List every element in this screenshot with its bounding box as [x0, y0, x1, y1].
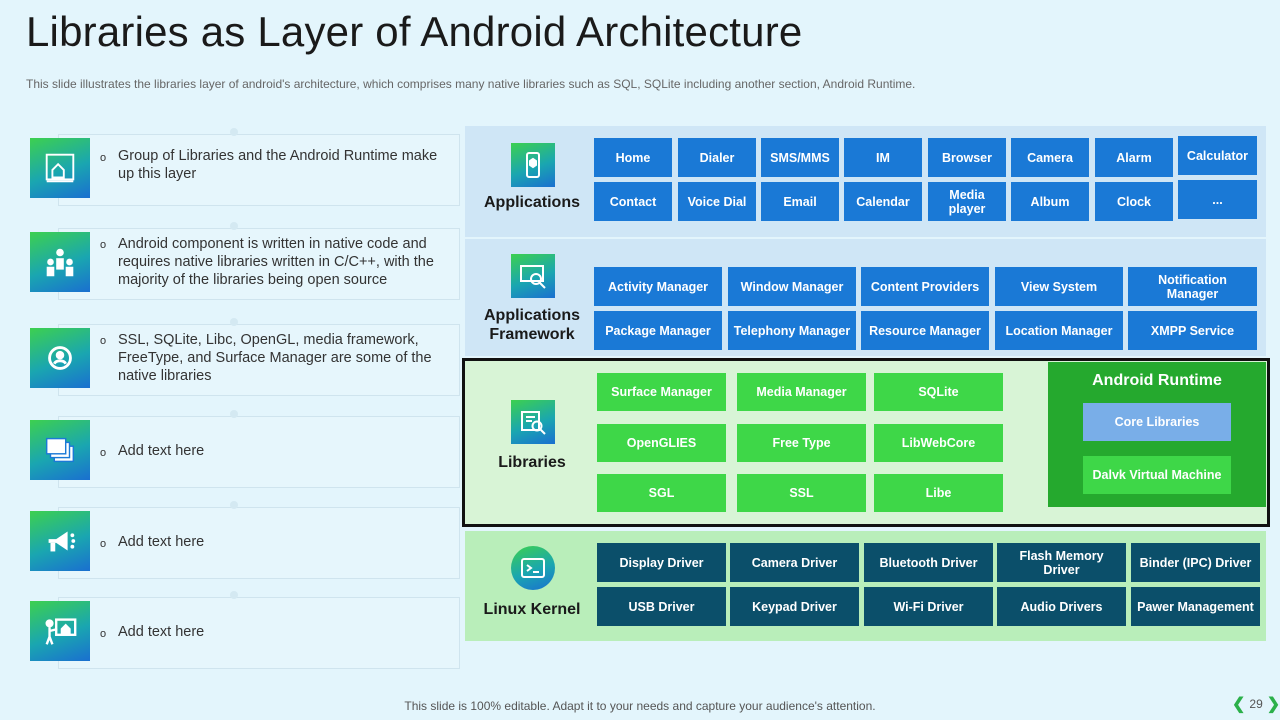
pager: ❮ 29 ❯ [1232, 694, 1280, 714]
library-button[interactable]: OpenGLIES [597, 424, 726, 462]
library-button[interactable]: SQLite [874, 373, 1003, 411]
applications-label: Applications [483, 194, 580, 211]
kernel-button[interactable]: Display Driver [597, 543, 726, 582]
more-apps-button[interactable]: ... [1178, 180, 1257, 219]
library-button[interactable]: SGL [597, 474, 726, 512]
dalvik-vm-button[interactable]: Dalvk Virtual Machine [1083, 456, 1231, 494]
blueprint-icon [30, 138, 90, 198]
item-text: Android component is written in native c… [118, 236, 434, 288]
item-card [58, 507, 460, 579]
connector-dot [230, 318, 238, 326]
item-card [58, 228, 460, 300]
page-number: 29 [1249, 697, 1263, 711]
connector-dot [230, 222, 238, 230]
library-search-icon [511, 400, 555, 444]
connector-dot [230, 591, 238, 599]
framework-button[interactable]: View System [995, 267, 1123, 306]
bullet: o [100, 538, 107, 550]
bullet: o [100, 152, 107, 164]
item-text: Add text here [118, 624, 205, 640]
framework-button[interactable]: Package Manager [594, 311, 722, 350]
bullet: o [100, 335, 107, 347]
core-libraries-button[interactable]: Core Libraries [1083, 403, 1231, 441]
kernel-button[interactable]: Keypad Driver [730, 587, 859, 626]
megaphone-icon [30, 511, 90, 571]
kernel-button[interactable]: Audio Drivers [997, 587, 1126, 626]
framework-button[interactable]: XMPP Service [1128, 311, 1257, 350]
kernel-button[interactable]: Wi-Fi Driver [864, 587, 993, 626]
library-button[interactable]: SSL [737, 474, 866, 512]
app-button[interactable]: Clock [1095, 182, 1173, 221]
android-runtime-title: Android Runtime [1092, 372, 1222, 389]
bullet: o [100, 239, 107, 251]
app-button[interactable]: Calendar [844, 182, 922, 221]
app-button[interactable]: Contact [594, 182, 672, 221]
app-button[interactable]: Calculator [1178, 136, 1257, 175]
gear-user-icon [30, 328, 90, 388]
item-card [58, 324, 460, 396]
library-button[interactable]: Media Manager [737, 373, 866, 411]
slide-subtitle: This slide illustrates the libraries lay… [26, 77, 916, 91]
item-text: Add text here [118, 534, 205, 550]
framework-button[interactable]: Location Manager [995, 311, 1123, 350]
framework-button[interactable]: Telephony Manager [728, 311, 856, 350]
app-button[interactable]: Home [594, 138, 672, 177]
item-text: Group of Libraries and the Android Runti… [118, 148, 438, 182]
kernel-button[interactable]: Camera Driver [730, 543, 859, 582]
left-item-4: o Add text here [30, 410, 460, 488]
left-item-3: o SSL, SQLite, Libc, OpenGL, media frame… [30, 318, 460, 396]
kernel-button[interactable]: USB Driver [597, 587, 726, 626]
connector-dot [230, 128, 238, 136]
app-button[interactable]: Browser [928, 138, 1006, 177]
kernel-button[interactable]: Binder (IPC) Driver [1131, 543, 1260, 582]
framework-button[interactable]: Notification Manager [1128, 267, 1257, 306]
app-button[interactable]: Voice Dial [678, 182, 756, 221]
left-item-5: o Add text here [30, 501, 460, 579]
chevron-right-icon[interactable]: ❯ [1266, 696, 1280, 713]
framework-button[interactable]: Activity Manager [594, 267, 722, 306]
item-text: SSL, SQLite, Libc, OpenGL, media framewo… [118, 332, 432, 384]
library-button[interactable]: Libe [874, 474, 1003, 512]
item-card [58, 134, 460, 206]
bullet: o [100, 447, 107, 459]
framework-button[interactable]: Window Manager [728, 267, 856, 306]
slide-title: Libraries as Layer of Android Architectu… [26, 8, 803, 55]
bullet: o [100, 628, 107, 640]
app-button[interactable]: IM [844, 138, 922, 177]
connector-dot [230, 410, 238, 418]
library-button[interactable]: LibWebCore [874, 424, 1003, 462]
libraries-label: Libraries [498, 454, 566, 471]
phone-icon [511, 143, 555, 187]
kernel-label: Linux Kernel [483, 601, 581, 618]
item-card [58, 416, 460, 488]
item-card [58, 597, 460, 669]
item-text: Add text here [118, 443, 205, 459]
kernel-button[interactable]: Bluetooth Driver [864, 543, 993, 582]
framework-button[interactable]: Resource Manager [861, 311, 989, 350]
stacked-windows-icon [30, 420, 90, 480]
chevron-left-icon[interactable]: ❮ [1232, 696, 1246, 713]
left-item-6: o Add text here [30, 591, 460, 669]
connector-dot [230, 501, 238, 509]
team-icon [30, 232, 90, 292]
framework-label: Applications Framework [483, 307, 580, 343]
kernel-button[interactable]: Flash Memory Driver [997, 543, 1126, 582]
left-item-1: o Group of Libraries and the Android Run… [30, 128, 460, 206]
app-button[interactable]: Dialer [678, 138, 756, 177]
framework-button[interactable]: Content Providers [861, 267, 989, 306]
app-button[interactable]: Media player [928, 182, 1006, 221]
app-button[interactable]: Album [1011, 182, 1089, 221]
app-button[interactable]: Alarm [1095, 138, 1173, 177]
library-button[interactable]: Surface Manager [597, 373, 726, 411]
left-item-2: o Android component is written in native… [30, 222, 460, 300]
presentation-icon [30, 601, 90, 661]
app-button[interactable]: SMS/MMS [761, 138, 839, 177]
footer-note: This slide is 100% editable. Adapt it to… [404, 699, 876, 713]
terminal-icon [511, 546, 555, 590]
app-button[interactable]: Email [761, 182, 839, 221]
app-button[interactable]: Camera [1011, 138, 1089, 177]
monitor-search-icon [511, 254, 555, 298]
library-button[interactable]: Free Type [737, 424, 866, 462]
kernel-button[interactable]: Pawer Management [1131, 587, 1260, 626]
